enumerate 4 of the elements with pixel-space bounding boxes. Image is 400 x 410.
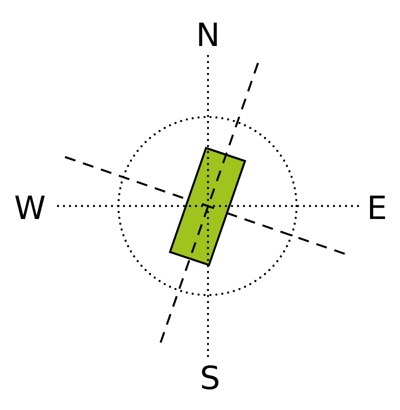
west-label: W xyxy=(14,192,46,224)
east-label: E xyxy=(366,192,388,224)
south-label: S xyxy=(200,362,220,394)
north-label: N xyxy=(196,19,220,51)
